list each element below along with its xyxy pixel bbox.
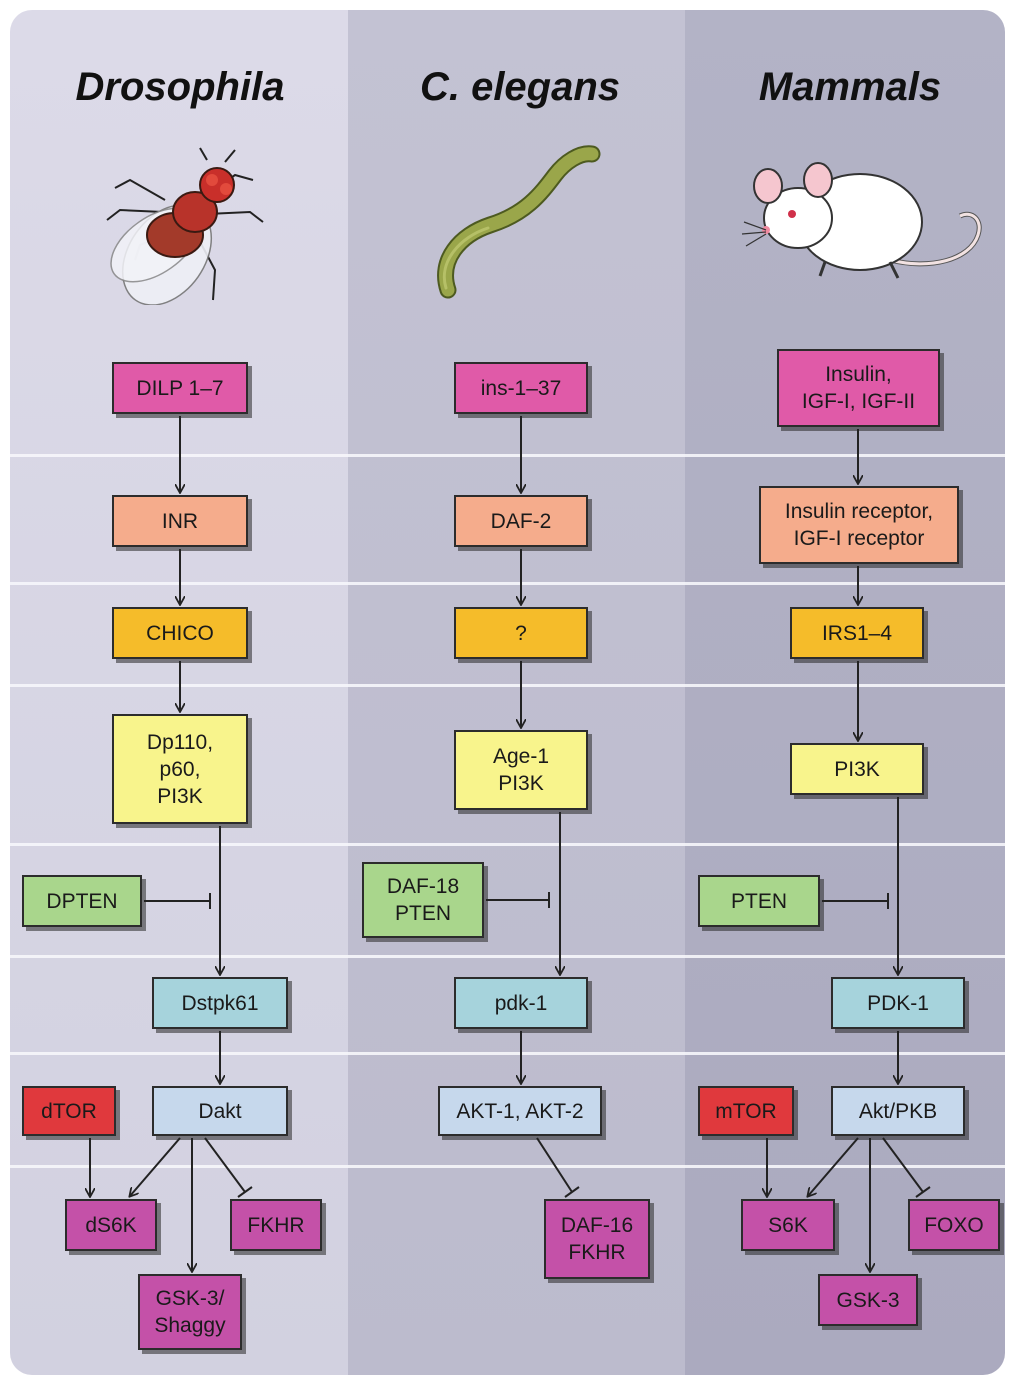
inhibit-akt-foxo (883, 1138, 923, 1192)
arrow-dakt-ds6k (130, 1138, 180, 1196)
inhibit-akt12-daf16 (537, 1138, 572, 1192)
inhibit-bar-foxo (916, 1187, 930, 1197)
inhibit-dakt-fkhr (205, 1138, 245, 1192)
arrow-akt-s6k (808, 1138, 858, 1196)
inhibit-bar-fkhr (238, 1187, 252, 1197)
inhibit-bar-daf16 (565, 1187, 579, 1197)
